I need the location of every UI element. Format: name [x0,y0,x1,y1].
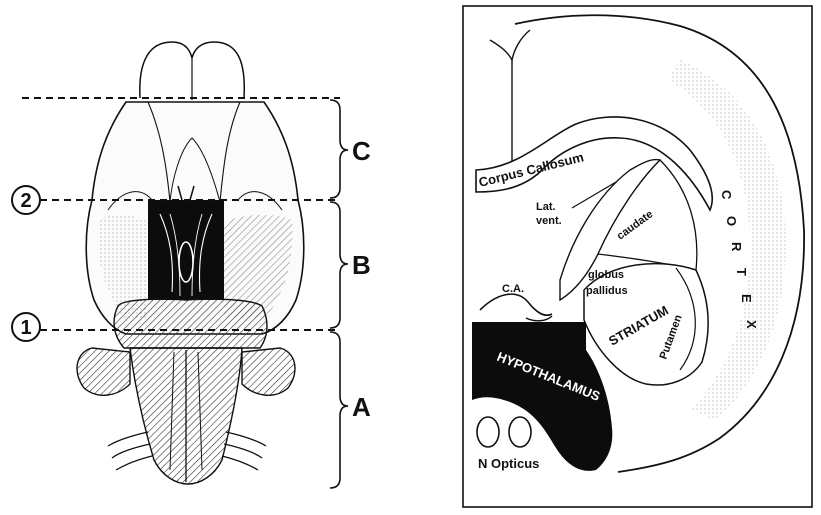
section-label-c: C [352,136,371,166]
left-panel: C B A 2 1 [12,42,371,488]
label-ca: C.A. [502,283,524,295]
cortex-letter: X [744,320,759,329]
pons [114,299,267,348]
cut-label-2: 2 [20,190,31,212]
cortex-letter: O [724,216,739,226]
optic-nerve-right [509,417,531,447]
brace-b [330,202,348,328]
label-lat: Lat. [536,201,556,213]
cortex-letter: R [729,242,744,252]
section-label-b: B [352,250,371,280]
label-pallidus: pallidus [586,285,628,297]
optic-nerve-left [477,417,499,447]
label-n-opticus: N Opticus [478,456,539,471]
label-globus: globus [588,269,624,281]
hypothalamic-block [148,200,224,300]
cortex-letter: C [719,190,734,200]
label-vent: vent. [536,215,562,227]
cerebellum-right [242,348,295,395]
brace-c [330,100,348,198]
cerebellum-left [77,348,130,395]
brace-a [330,332,348,488]
section-label-a: A [352,392,371,422]
cortex-letter: T [734,268,749,276]
cut-label-1: 1 [20,317,31,339]
right-panel: Corpus Callosum Lat. vent. caudate STRIA… [463,6,812,507]
cortex-letter: E [739,294,754,303]
